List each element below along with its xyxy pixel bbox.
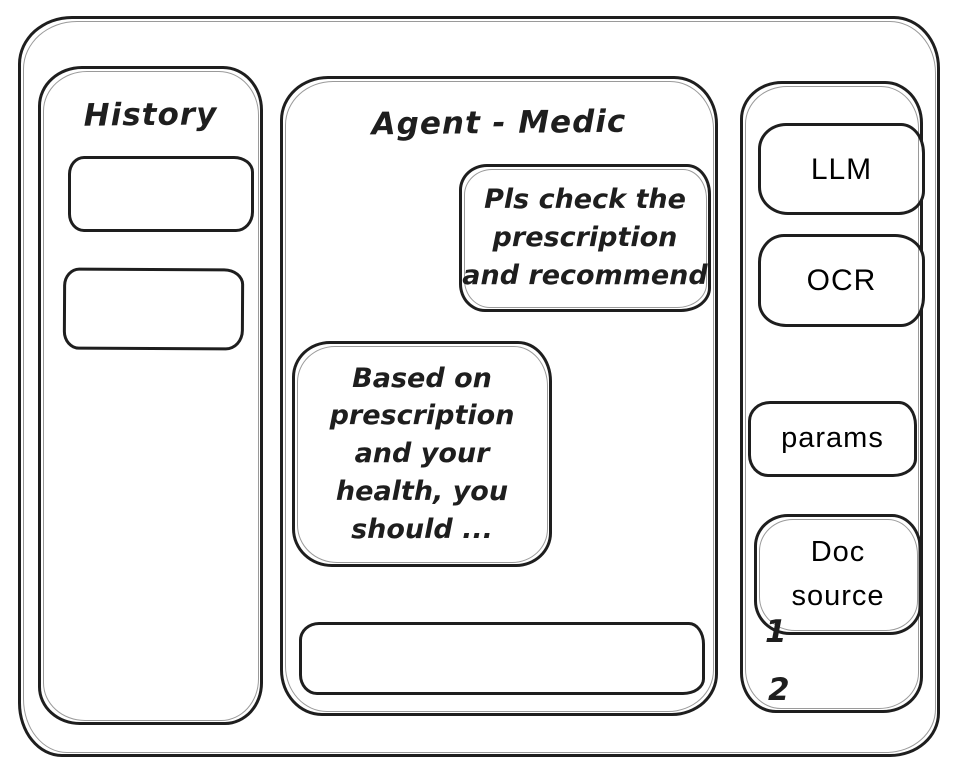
chat-panel: Agent - Medic Pls check the prescription… (280, 76, 718, 716)
history-item[interactable] (62, 267, 245, 351)
assistant-message-bubble: Based on prescription and your health, y… (292, 341, 552, 567)
chat-title: Agent - Medic (371, 103, 627, 143)
ocr-button-label: OCR (806, 264, 877, 297)
history-title: History (83, 96, 218, 134)
doc-source-button-label: Doc source (791, 536, 885, 612)
params-button-label: params (781, 422, 884, 455)
doc-source-button[interactable]: Doc source (754, 514, 922, 635)
history-item[interactable] (68, 156, 254, 232)
user-message-bubble: Pls check the prescription and recommend (459, 164, 711, 312)
app-window: History Agent - Medic Pls check the pres… (18, 16, 940, 757)
message-input[interactable] (299, 622, 705, 695)
params-button[interactable]: params (748, 401, 917, 477)
history-panel: History (38, 66, 263, 725)
llm-button-label: LLM (810, 152, 873, 186)
tools-panel: LLM OCR params Doc source 1 2 (740, 81, 925, 713)
doc-source-item-1[interactable]: 1 (765, 614, 787, 650)
llm-button[interactable]: LLM (758, 123, 925, 215)
doc-source-item-2[interactable]: 2 (768, 672, 790, 708)
ocr-button[interactable]: OCR (758, 234, 925, 327)
